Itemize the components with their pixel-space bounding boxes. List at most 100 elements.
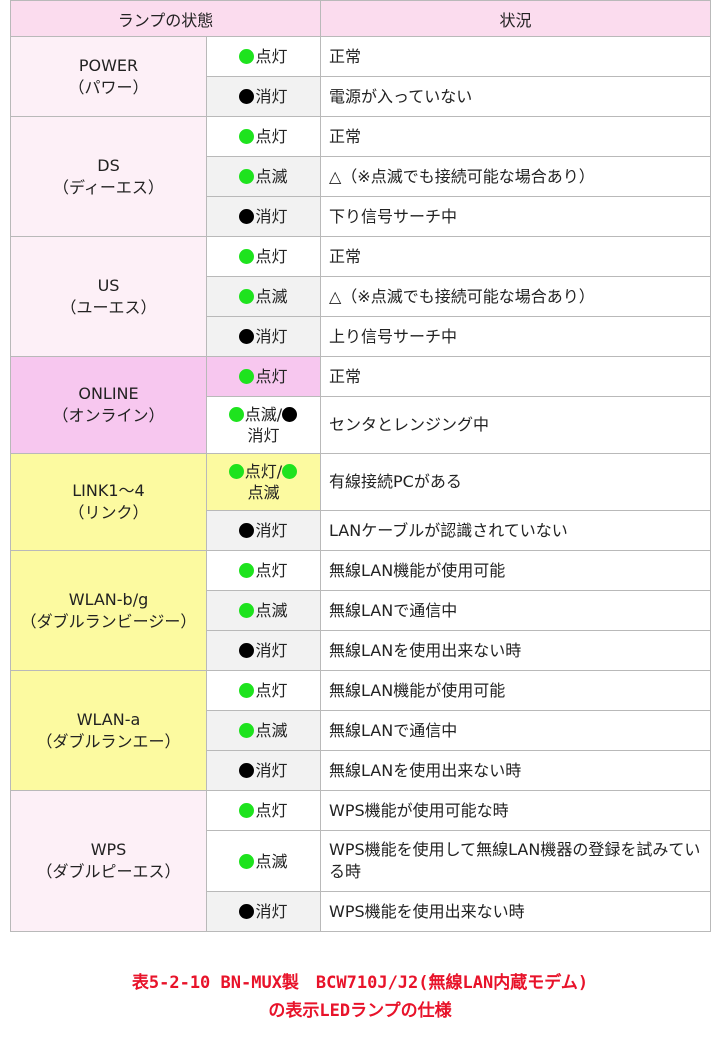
lamp-state-label: 点灯	[255, 47, 288, 66]
status-description: 無線LAN機能が使用可能	[320, 670, 711, 711]
lamp-name: WLAN-a	[76, 709, 141, 729]
green-lamp-icon	[282, 464, 298, 479]
green-lamp-icon	[228, 464, 244, 479]
lamp-name: WLAN-b/g	[68, 589, 149, 609]
status-description: 正常	[320, 356, 711, 397]
table-row: 点滅無線LANで通信中	[11, 590, 711, 631]
table-row: WLAN-b/g（ダブルランビージー） 点灯 無線LAN機能が使用可能	[10, 550, 711, 671]
table-row: 消灯上り信号サーチ中	[11, 316, 711, 357]
lamp-state-cell: 消灯	[206, 196, 321, 237]
lamp-name: ONLINE	[78, 384, 139, 403]
table-row: 消灯 WPS機能を使用出来ない時	[11, 891, 711, 932]
lamp-name-cell: WLAN-b/g（ダブルランビージー）	[10, 550, 207, 671]
black-lamp-icon	[239, 209, 255, 224]
table-row: 消灯 LANケーブルが認識されていない	[11, 510, 711, 551]
green-lamp-icon	[228, 407, 244, 422]
status-description: 電源が入っていない	[320, 76, 711, 117]
lamp-state-cell: 点滅	[206, 710, 321, 751]
lamp-name-cell: POWER（パワー）	[10, 36, 207, 117]
lamp-state-label: 消灯	[255, 641, 288, 660]
lamp-state-label: 点灯	[255, 247, 288, 266]
black-lamp-icon	[239, 329, 255, 344]
lamp-name: LINK1～4	[72, 481, 145, 500]
lamp-state-label: 点灯	[255, 681, 288, 700]
lamp-name-cell: DS（ディーエス）	[10, 116, 207, 237]
table-row: 点滅無線LANで通信中	[11, 710, 711, 751]
lamp-state-label: 消灯	[255, 761, 288, 780]
caption-line-1: 表5-2-10 BN-MUX製 BCW710J/J2(無線LAN内蔵モデム)	[131, 973, 589, 993]
status-description: WPS機能が使用可能な時	[320, 790, 711, 831]
lamp-state-label: 点滅	[255, 167, 288, 186]
green-lamp-icon	[239, 129, 255, 144]
lamp-state-label: 点灯	[255, 561, 288, 580]
lamp-state-cell: 点灯	[206, 116, 321, 157]
status-description: 正常	[320, 236, 711, 277]
lamp-state-cell: 点灯	[206, 790, 321, 831]
lamp-state-label: 消灯	[255, 207, 288, 226]
status-description: △（※点滅でも接続可能な場合あり）	[320, 276, 711, 317]
table-row: 消灯無線LANを使用出来ない時	[11, 630, 711, 671]
lamp-state-cell: 消灯	[206, 316, 321, 357]
lamp-state-cell: 消灯	[206, 510, 321, 551]
lamp-state-cell: 点灯	[206, 356, 321, 397]
lamp-name: DS	[97, 155, 120, 175]
table-row: DS（ディーエス） 点灯 正常	[10, 116, 711, 237]
lamp-state-label: 点滅	[255, 601, 288, 620]
status-description: 正常	[320, 36, 711, 77]
black-lamp-icon	[282, 407, 298, 422]
green-lamp-icon	[239, 853, 255, 869]
lamp-reading: （リンク）	[68, 503, 149, 522]
lamp-state-cell: 点灯/点滅点灯/点滅	[206, 453, 321, 511]
lamp-state-label: 点灯	[255, 367, 288, 386]
lamp-name: US	[97, 275, 120, 295]
green-lamp-icon	[239, 723, 255, 738]
black-lamp-icon	[239, 904, 255, 919]
lamp-state-label: 消灯	[255, 87, 288, 106]
lamp-state-label: 点滅	[255, 851, 288, 871]
status-description: 上り信号サーチ中	[320, 316, 711, 357]
lamp-state-label: 消灯	[255, 902, 288, 921]
green-lamp-icon	[239, 289, 255, 304]
green-lamp-icon	[239, 49, 255, 64]
status-description: LANケーブルが認識されていない	[320, 510, 711, 551]
status-description: 無線LAN機能が使用可能	[320, 550, 711, 591]
black-lamp-icon	[239, 89, 255, 104]
table-row: 消灯 電源が入っていない	[11, 76, 711, 117]
lamp-state-label: 消灯	[255, 521, 288, 540]
table-row: WPS （ダブルピーエス） 点灯 WPS機能が使用可能な時	[10, 790, 711, 932]
header-status: 状況	[320, 0, 711, 37]
lamp-reading: （ダブルピーエス）	[36, 862, 181, 881]
lamp-name: WPS	[90, 840, 127, 859]
status-description: WPS機能を使用して無線LAN機器の登録を試みている時	[320, 830, 711, 892]
lamp-state-cell: 点滅	[206, 276, 321, 317]
lamp-state-cell: 点滅/消灯点滅/消灯	[206, 396, 321, 454]
lamp-state-cell: 点灯	[206, 36, 321, 77]
lamp-state-cell: 消灯	[206, 891, 321, 932]
green-lamp-icon	[239, 249, 255, 264]
table-row: 点滅△（※点滅でも接続可能な場合あり）	[11, 276, 711, 317]
status-description: 正常	[320, 116, 711, 157]
status-description: センタとレンジング中	[320, 396, 711, 454]
green-lamp-icon	[239, 563, 255, 578]
table-row: WLAN-a（ダブルランエー） 点灯 無線LAN機能が使用可能	[10, 670, 711, 791]
lamp-state-cell: 点滅	[206, 590, 321, 631]
lamp-name-cell: ONLINE（オンライン）	[10, 356, 207, 454]
lamp-reading: （ユーエス）	[60, 297, 157, 317]
lamp-reading: （ダブルランエー）	[36, 731, 181, 751]
black-lamp-icon	[239, 523, 255, 538]
lamp-state-label: 点灯	[255, 801, 288, 820]
status-description: 有線接続PCがある	[320, 453, 711, 511]
status-description: WPS機能を使用出来ない時	[320, 891, 711, 932]
lamp-state-cell: 消灯	[206, 630, 321, 671]
lamp-state-label: 点灯	[255, 127, 288, 146]
lamp-state-cell: 点灯	[206, 236, 321, 277]
lamp-state-cell: 点灯	[206, 670, 321, 711]
status-description: △（※点滅でも接続可能な場合あり）	[320, 156, 711, 197]
lamp-reading: （パワー）	[68, 77, 149, 97]
lamp-state-label: 点滅	[255, 721, 288, 740]
lamp-name-cell: WPS （ダブルピーエス）	[10, 790, 207, 932]
table-row: 点滅 WPS機能を使用して無線LAN機器の登録を試みている時	[11, 830, 711, 892]
